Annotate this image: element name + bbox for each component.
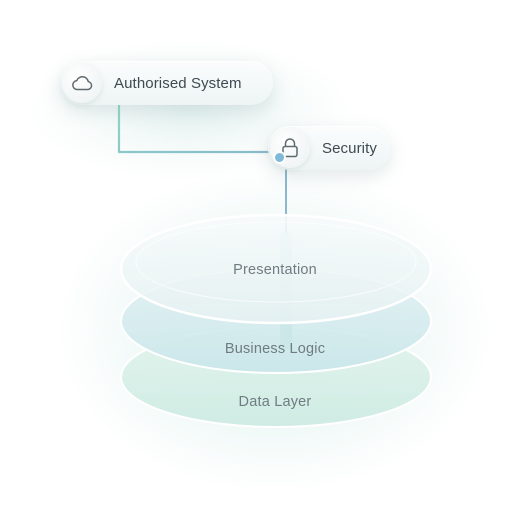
connection-dot xyxy=(275,153,284,162)
lock-icon xyxy=(270,128,310,168)
connector-authorised-to-security xyxy=(117,102,283,154)
layer-presentation-label: Presentation xyxy=(233,262,317,278)
layer-business-logic-label: Business Logic xyxy=(224,341,326,357)
layer-presentation-disc xyxy=(119,213,433,325)
authorised-system-node[interactable]: Authorised System xyxy=(60,61,273,105)
security-node[interactable]: Security xyxy=(268,126,390,170)
authorised-system-label: Authorised System xyxy=(114,74,242,92)
cloud-icon xyxy=(62,63,102,103)
layer-presentation-highlight xyxy=(135,221,417,303)
security-label: Security xyxy=(322,139,377,157)
layer-data-label: Data Layer xyxy=(238,394,312,410)
